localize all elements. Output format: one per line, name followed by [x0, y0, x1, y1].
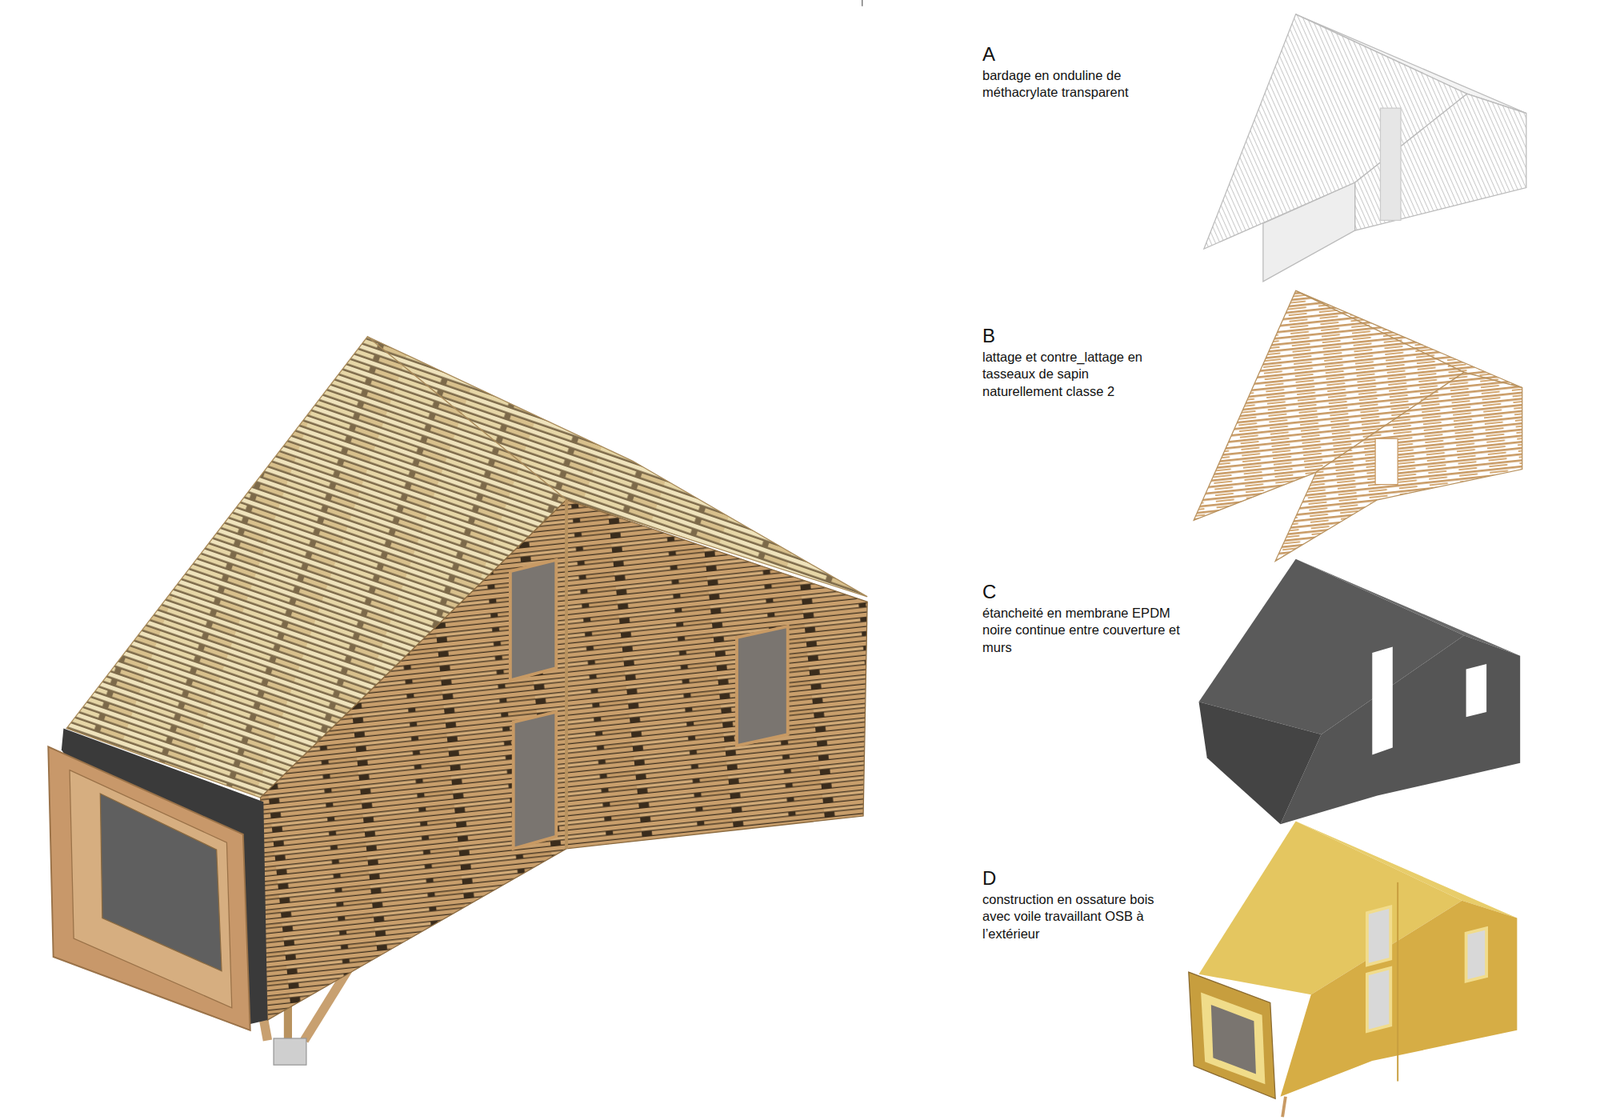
layer-a — [1204, 14, 1527, 282]
layer-letter: B — [982, 323, 1031, 348]
main-house — [48, 336, 868, 1065]
layer-description: construction en ossature bois avec voile… — [982, 891, 1183, 943]
layer-b — [1193, 290, 1523, 561]
layer-letter: D — [982, 865, 1031, 891]
layer-description: lattage et contre_lattage en tasseaux de… — [982, 348, 1155, 400]
layer-letter: C — [982, 579, 1031, 604]
layer-letter: A — [982, 41, 1031, 67]
layer-c — [1199, 559, 1521, 825]
layer-description: bardage en onduline de méthacrylate tran… — [982, 67, 1155, 102]
layer-description: étancheité en membrane EPDM noire contin… — [982, 604, 1195, 656]
layer-d — [1188, 820, 1518, 1117]
